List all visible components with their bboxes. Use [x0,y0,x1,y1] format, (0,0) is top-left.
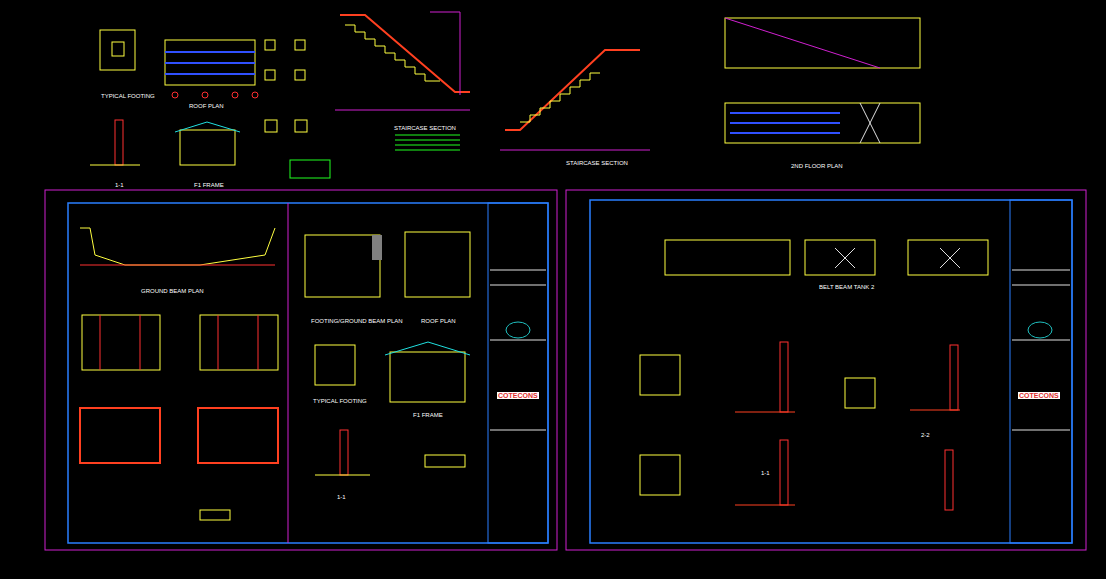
company-logo-text: COTECONS [1018,392,1060,399]
drawing-title: 1-1 [114,182,125,189]
drawing-title: GROUND BEAM PLAN [140,288,205,295]
drawing-title: 1-1 [760,470,771,477]
drawing-title: STAIRCASE SECTION [393,125,457,132]
drawing-title: 1-1 [336,494,347,501]
drawing-title: 2-2 [920,432,931,439]
drawing-title: F1 FRAME [193,182,225,189]
drawing-title: STAIRCASE SECTION [565,160,629,167]
drawing-title: ROOF PLAN [188,103,225,110]
drawing-title: F1 FRAME [412,412,444,419]
company-logo-text: COTECONS [497,392,539,399]
drawing-title: BELT BEAM TANK 2 [818,284,875,291]
drawing-title: TYPICAL FOOTING [100,93,156,100]
drawing-title: 2ND FLOOR PLAN [790,163,844,170]
drawing-title: FOOTING/GROUND BEAM PLAN [310,318,404,325]
drawing-title: TYPICAL FOOTING [312,398,368,405]
drawing-title: ROOF PLAN [420,318,457,325]
